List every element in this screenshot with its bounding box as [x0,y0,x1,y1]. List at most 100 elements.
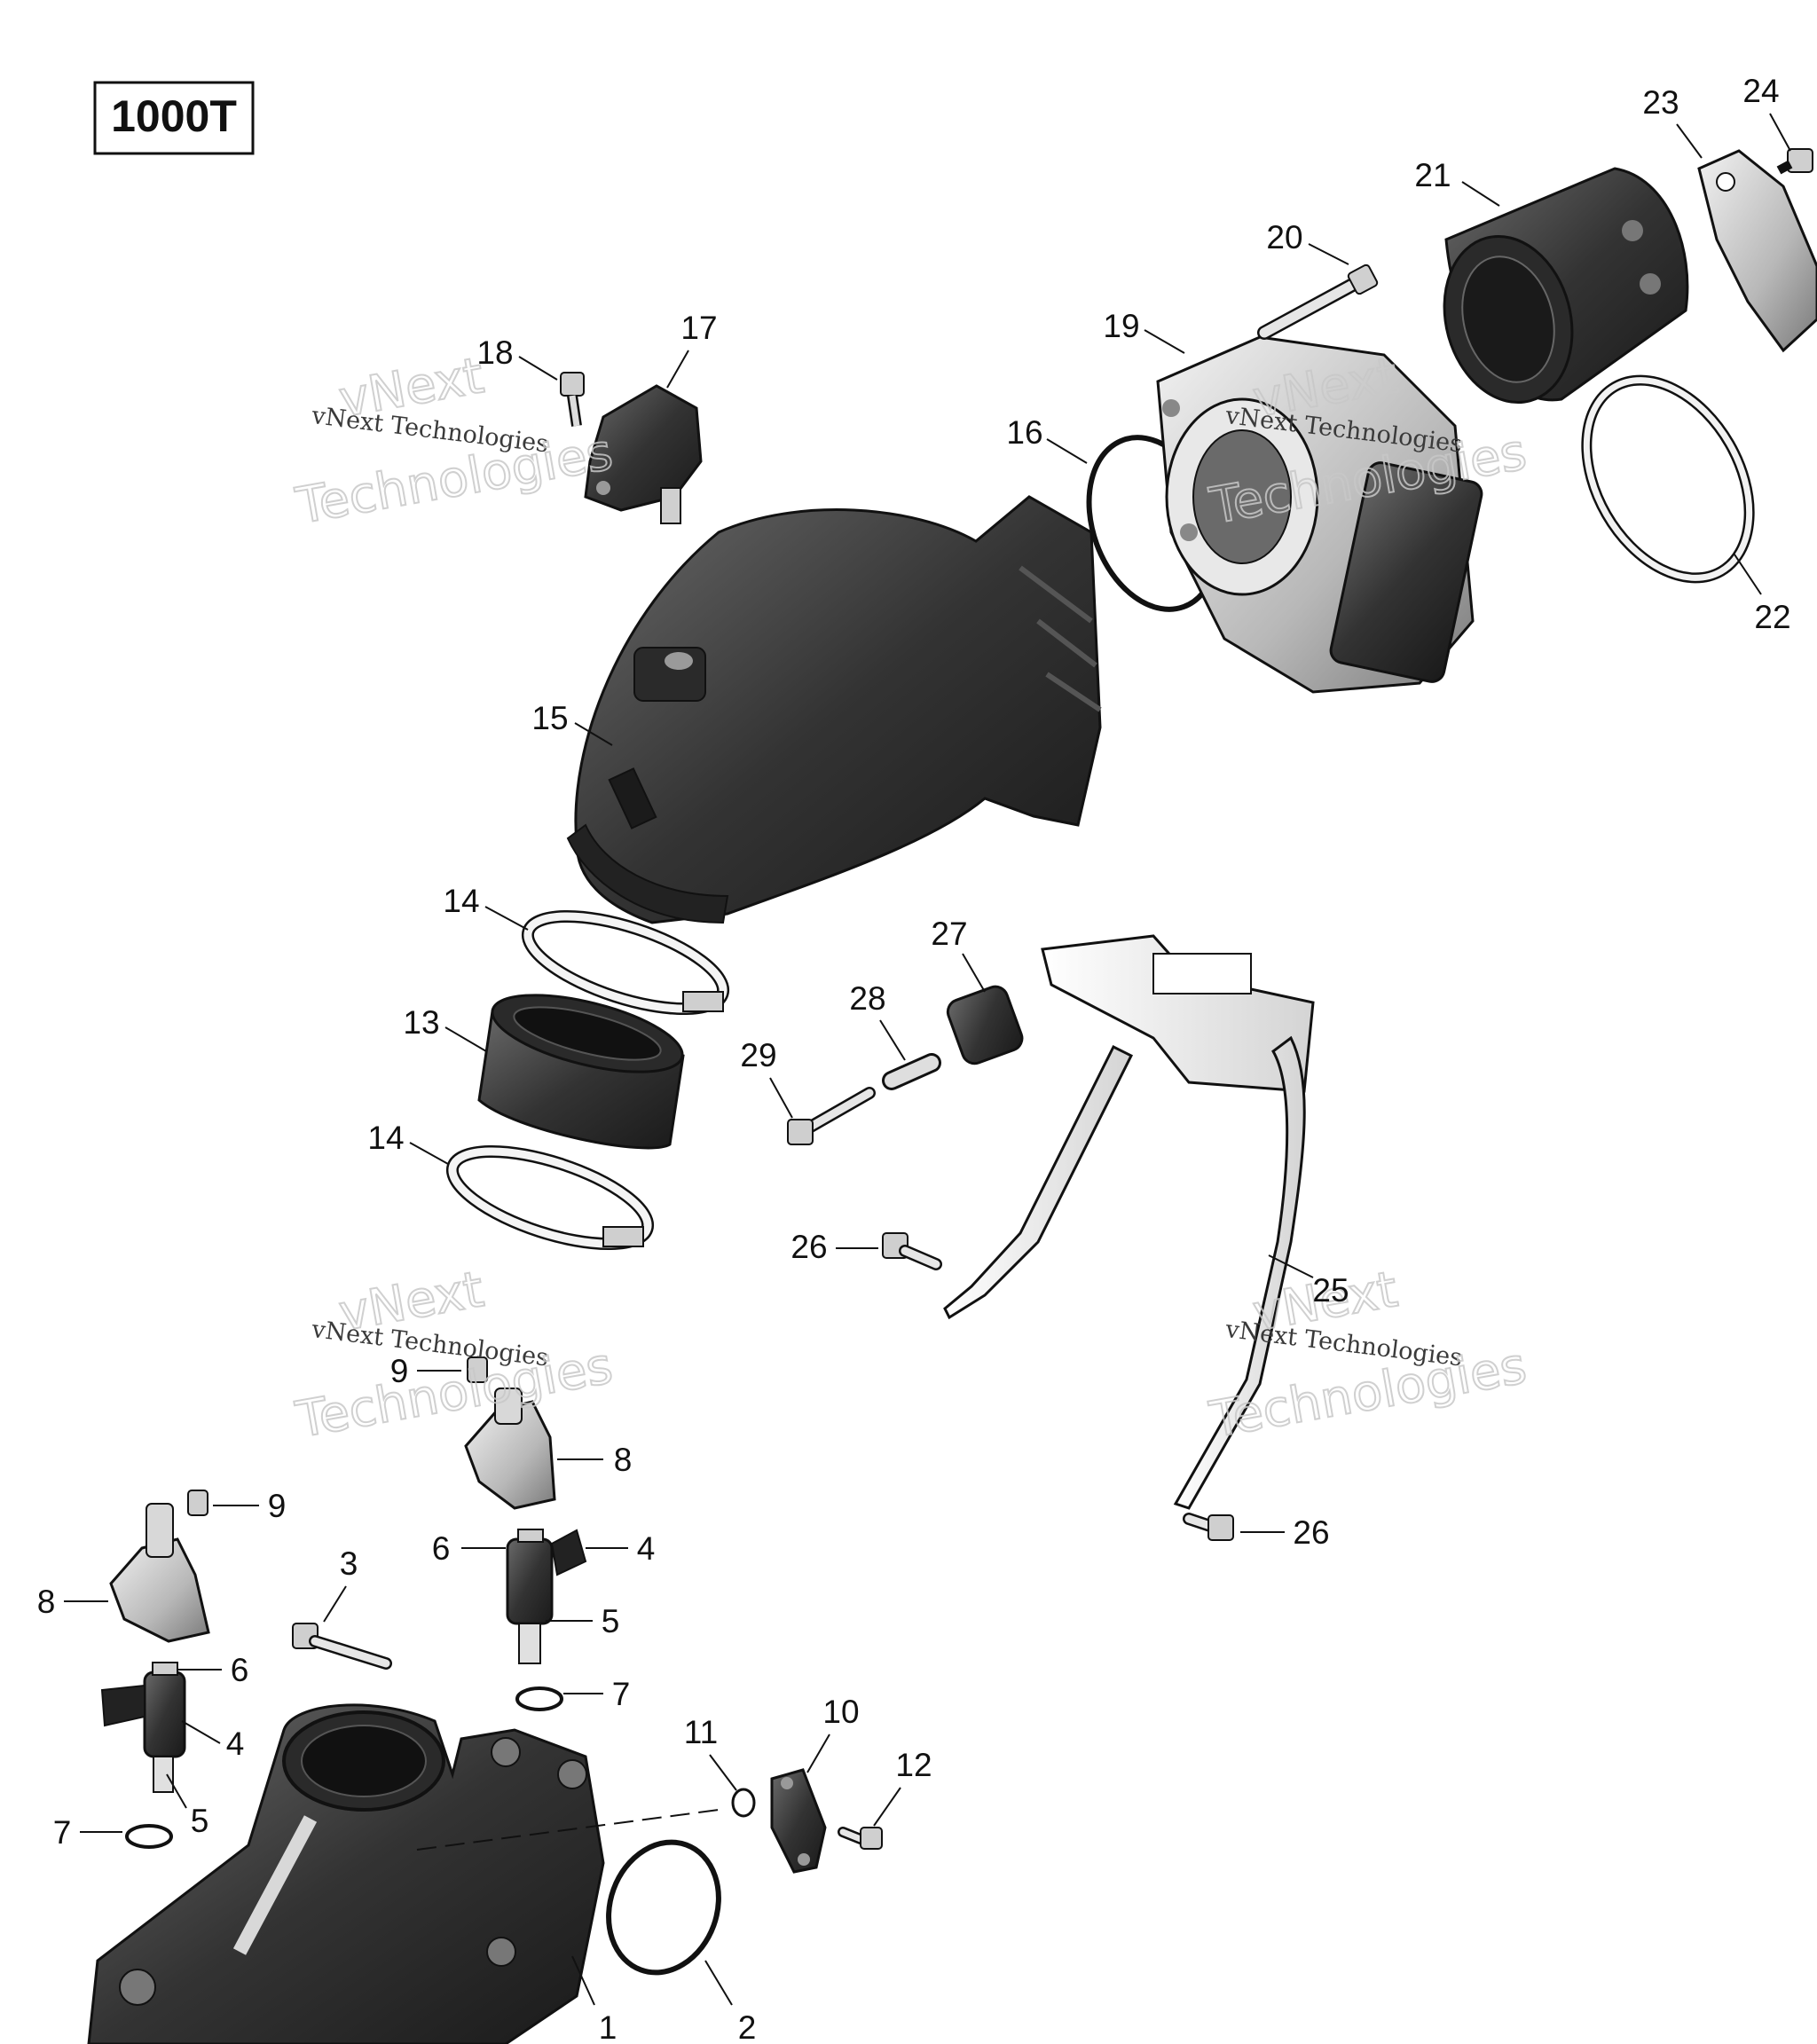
svg-text:18: 18 [476,334,513,371]
svg-text:29: 29 [740,1037,776,1073]
svg-text:14: 14 [367,1120,404,1156]
callout-15: 15 [531,700,613,746]
part-9-screw-left [187,1490,208,1516]
svg-text:27: 27 [931,916,967,952]
svg-text:24: 24 [1742,73,1779,109]
svg-text:19: 19 [1103,308,1139,344]
part-14-clamp-upper [521,909,730,1016]
svg-text:6: 6 [432,1530,451,1567]
svg-text:11: 11 [684,1714,718,1750]
part-22-clamp [1581,374,1755,584]
callouts: 24 23 21 20 19 16 22 17 [37,73,1791,2044]
callout-10: 10 [806,1694,860,1773]
svg-text:23: 23 [1642,84,1679,121]
part-10-sensor [770,1768,827,1874]
part-13-coupling-hose [477,994,685,1150]
callout-3: 3 [323,1545,358,1623]
svg-text:28: 28 [849,980,885,1017]
callout-16: 16 [1006,414,1088,464]
callout-14-upper: 14 [443,883,529,931]
part-14-clamp-lower [445,1144,655,1251]
svg-text:14: 14 [443,883,479,919]
svg-text:15: 15 [531,700,568,736]
svg-text:20: 20 [1266,219,1302,256]
callout-19: 19 [1103,308,1185,354]
svg-text:26: 26 [791,1229,827,1265]
callout-5-left: 5 [166,1773,209,1839]
callout-7-upper: 7 [563,1676,630,1712]
svg-text:7: 7 [53,1814,72,1851]
svg-text:9: 9 [390,1353,409,1389]
part-29-bolt [787,1087,876,1145]
part-8-rail-end-upper [464,1388,556,1510]
svg-text:5: 5 [191,1803,209,1839]
callout-12: 12 [873,1747,932,1827]
callout-6-left: 6 [177,1652,248,1688]
svg-text:3: 3 [340,1545,358,1582]
callout-18: 18 [476,334,558,381]
part-15-intake-elbow [566,495,1102,924]
watermark-top-left: vNext vNext Technologies Technologies [291,346,618,537]
svg-text:8: 8 [37,1584,56,1620]
part-28-spacer [882,1053,941,1090]
part-17-sensor [584,384,703,524]
svg-text:7: 7 [612,1676,631,1712]
callout-6-upper: 6 [432,1530,506,1567]
callout-17: 17 [666,310,718,389]
callout-13: 13 [403,1004,487,1052]
part-2-o-ring [606,1839,721,1976]
callout-14-lower: 14 [367,1120,449,1165]
part-7-seal-left [125,1824,173,1849]
svg-text:1: 1 [599,2009,617,2044]
svg-text:8: 8 [614,1442,633,1478]
svg-text:16: 16 [1006,414,1042,451]
svg-text:21: 21 [1414,157,1451,193]
callout-20: 20 [1266,219,1349,265]
svg-text:5: 5 [602,1603,620,1639]
svg-text:17: 17 [680,310,717,346]
part-26-bolt-upper [882,1232,942,1270]
part-7-seal-upper [515,1686,563,1711]
part-8-rail-end-left [109,1503,210,1643]
part-24-bolt [1776,148,1813,175]
svg-text:4: 4 [226,1726,245,1762]
callout-8-upper: 8 [557,1442,632,1478]
part-19-throttle-body [1156,335,1483,694]
part-12-screw [838,1827,883,1850]
svg-text:2: 2 [738,2009,757,2044]
callout-21: 21 [1414,157,1500,207]
svg-text:10: 10 [822,1694,859,1730]
watermark-bottom-right: vNext vNext Technologies Technologies [1205,1260,1532,1450]
callout-24: 24 [1742,73,1791,152]
part-1-intake-manifold [87,1703,720,2044]
part-4-injector-left [100,1662,186,1793]
callout-28: 28 [849,980,906,1061]
callout-27: 27 [931,916,986,993]
part-9-screw-upper [467,1356,488,1383]
callout-9-upper: 9 [390,1353,461,1389]
callout-1: 1 [571,1955,617,2044]
callout-4-upper: 4 [586,1530,655,1567]
part-23-bracket [1697,149,1817,353]
callout-26-lower: 26 [1240,1514,1330,1551]
svg-text:12: 12 [895,1747,932,1783]
part-26-bolt-lower [1183,1513,1234,1541]
part-3-bolt [292,1623,392,1670]
callout-23: 23 [1642,84,1703,159]
svg-text:25: 25 [1312,1272,1349,1309]
svg-text:6: 6 [231,1652,249,1688]
part-20-bolt [1257,263,1379,340]
part-27-damper [946,985,1024,1065]
part-18-bolt [560,372,585,427]
callout-8-left: 8 [37,1584,108,1620]
part-11-o-ring [731,1788,756,1818]
model-badge: 1000T [93,81,255,155]
part-4-injector-upper [506,1529,587,1664]
callout-9-left: 9 [213,1488,286,1524]
part-25-support-bracket [943,934,1315,1510]
svg-text:13: 13 [403,1004,439,1041]
part-21-coupling-sleeve [1443,167,1689,405]
callout-11: 11 [684,1714,737,1791]
callout-4-left: 4 [181,1720,245,1762]
